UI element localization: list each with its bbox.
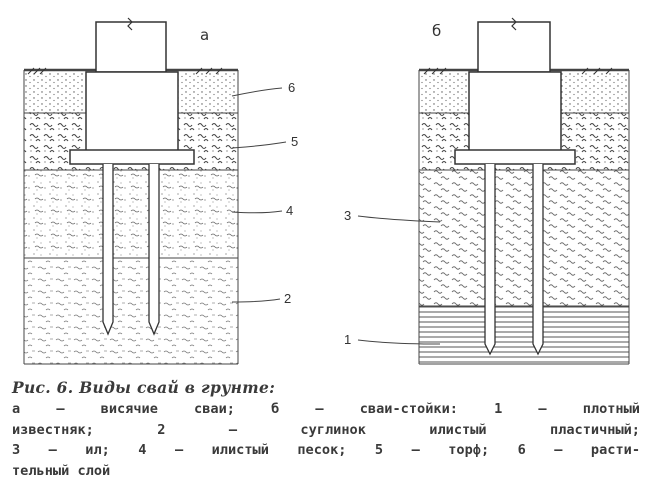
label-6: 6	[288, 80, 295, 95]
panel-a: а 6 5 4 2	[23, 17, 298, 365]
layer-sand-a	[24, 170, 238, 258]
label-3: 3	[344, 208, 351, 223]
panel-b-letter: б	[432, 22, 441, 40]
panel-b: б 3 1	[344, 17, 630, 365]
pile-right-b	[532, 164, 544, 356]
caption-line-4: тельный слой	[12, 462, 111, 479]
layer-limestone-b	[419, 306, 629, 364]
slab-b	[454, 149, 576, 165]
label-4: 4	[286, 203, 293, 218]
column-a	[95, 21, 167, 73]
pile-cap-a	[85, 71, 179, 155]
label-1: 1	[344, 332, 351, 347]
label-2: 2	[284, 291, 291, 306]
caption-title: Рис. 6. Виды свай в грунте:	[12, 378, 276, 397]
layer-loam-a	[24, 258, 238, 364]
slab-a	[69, 149, 195, 165]
layer-silt-b	[419, 170, 629, 306]
panel-a-letter: а	[200, 26, 209, 44]
column-b	[477, 21, 551, 73]
pile-left-a	[102, 164, 114, 336]
caption-line-3: 3 — ил; 4 — илистый песок; 5 — торф; 6 —…	[12, 442, 640, 458]
figure-caption: Рис. 6. Виды свай в грунте: а — висячие …	[12, 378, 640, 481]
caption-line-1: а — висячие сваи; б — сваи-стойки: 1 — п…	[12, 401, 640, 417]
label-5: 5	[291, 134, 298, 149]
caption-line-2: известняк; 2 — суглинок илистый пластичн…	[12, 421, 640, 438]
pile-left-b	[484, 164, 496, 356]
pile-right-a	[148, 164, 160, 336]
pile-cap-b	[468, 71, 562, 155]
